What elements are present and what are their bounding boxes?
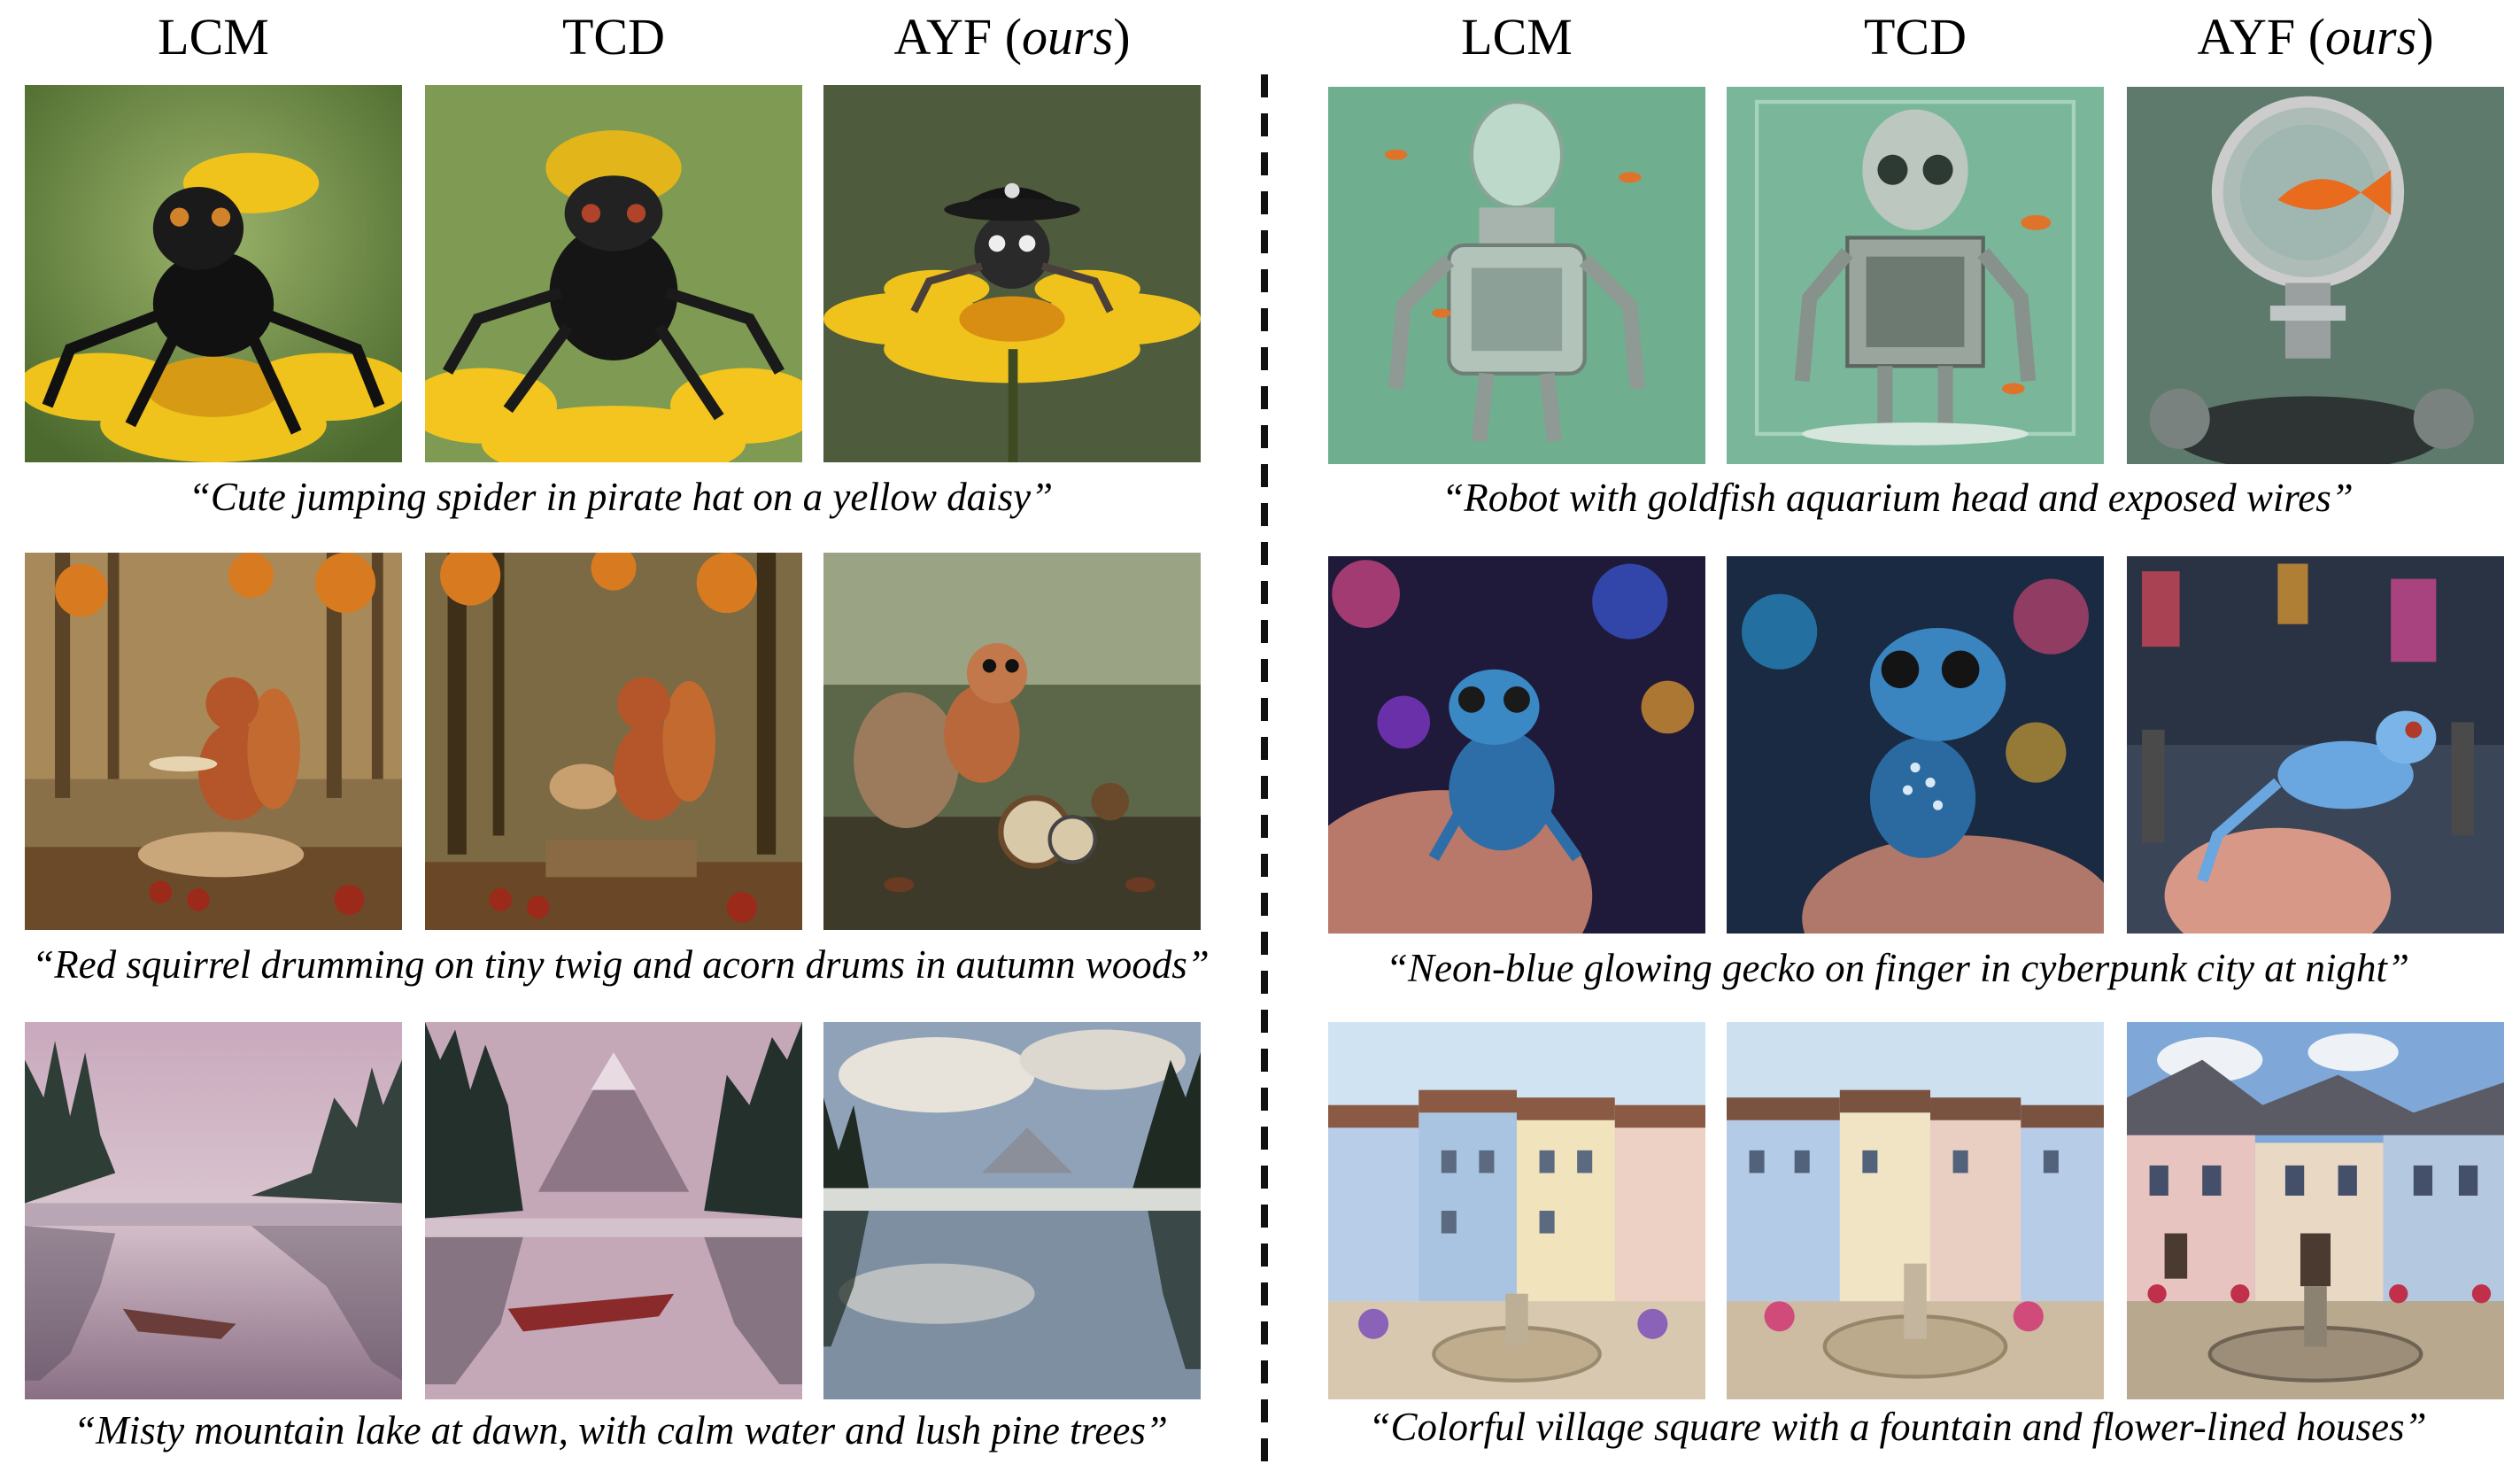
column-header-lcm-right: LCM [1461, 8, 1573, 66]
caption-robot: “Robot with goldfish aquarium head and e… [1442, 476, 2354, 520]
image-spider-ayf [823, 85, 1201, 462]
image-village-ayf [2127, 1022, 2504, 1399]
caption-squirrel: “Red squirrel drumming on tiny twig and … [32, 942, 1210, 987]
image-lake-ayf [823, 1022, 1201, 1399]
caption-spider: “Cute jumping spider in pirate hat on a … [188, 475, 1054, 519]
image-robot-tcd [1727, 87, 2104, 464]
column-header-tcd-right: TCD [1864, 8, 1967, 66]
image-village-tcd [1727, 1022, 2104, 1399]
caption-gecko: “Neon-blue glowing gecko on finger in cy… [1385, 946, 2410, 990]
image-village-lcm [1328, 1022, 1705, 1399]
image-squirrel-ayf [823, 553, 1201, 930]
image-robot-ayf [2127, 87, 2504, 464]
column-header-lcm-left: LCM [158, 8, 269, 66]
column-header-ayf-left: AYF (ours) [893, 8, 1131, 66]
image-squirrel-tcd [425, 553, 802, 930]
image-spider-lcm [25, 85, 402, 462]
column-header-ayf-right: AYF (ours) [2197, 8, 2434, 66]
section-divider [1261, 74, 1268, 1465]
image-gecko-tcd [1727, 556, 2104, 934]
image-gecko-lcm [1328, 556, 1705, 934]
image-squirrel-lcm [25, 553, 402, 930]
image-gecko-ayf [2127, 556, 2504, 934]
image-lake-tcd [425, 1022, 802, 1399]
caption-lake: “Misty mountain lake at dawn, with calm … [73, 1408, 1168, 1453]
image-spider-tcd [425, 85, 802, 462]
column-header-tcd-left: TCD [562, 8, 665, 66]
image-robot-lcm [1328, 87, 1705, 464]
caption-village: “Colorful village square with a fountain… [1368, 1405, 2427, 1449]
image-lake-lcm [25, 1022, 402, 1399]
